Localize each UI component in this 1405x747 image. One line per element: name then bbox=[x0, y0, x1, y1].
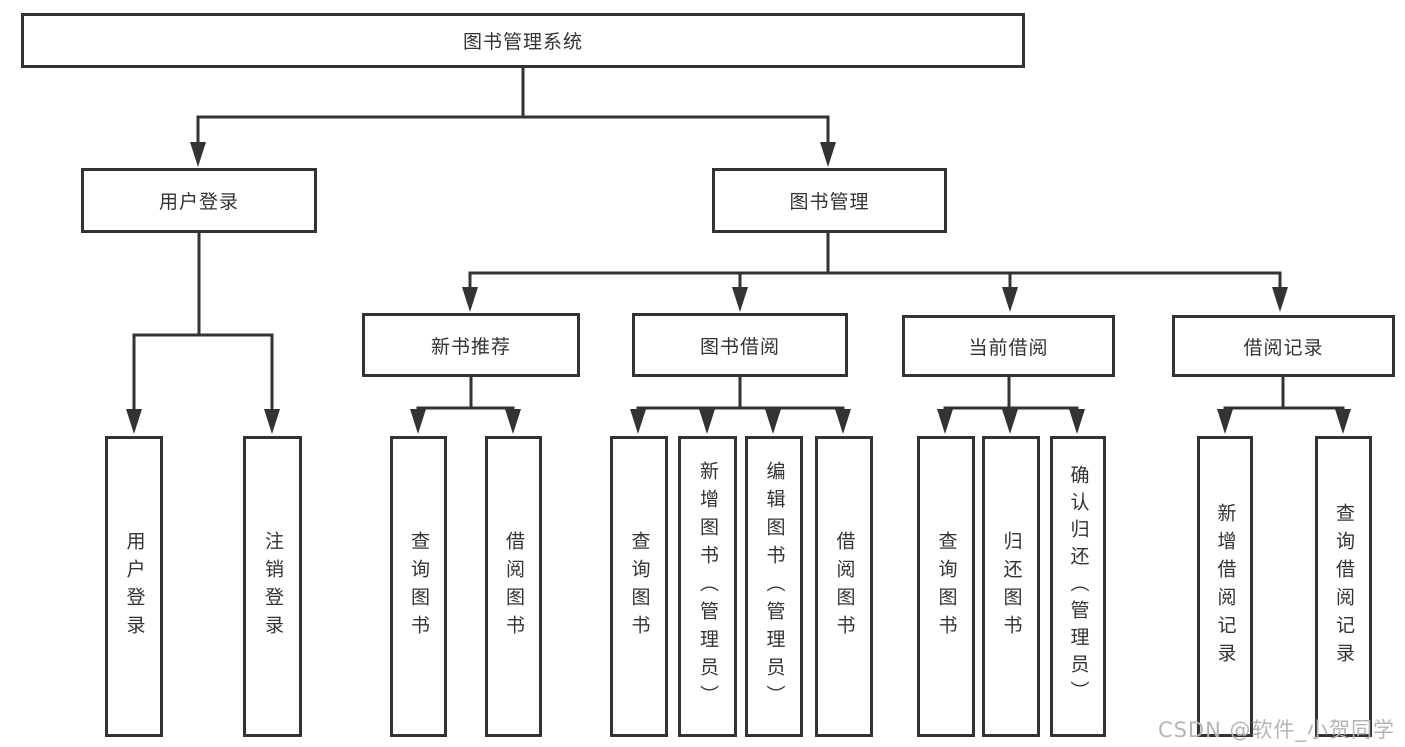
node-borrow-records: 借阅记录 bbox=[1172, 315, 1395, 377]
node-new-book-recommend-label: 新书推荐 bbox=[430, 335, 511, 358]
node-current-borrow: 当前借阅 bbox=[902, 315, 1115, 377]
leaf-logout-login-label: 注销登录 bbox=[262, 530, 284, 643]
leaf-return-books-label: 归还图书 bbox=[1000, 530, 1023, 643]
node-current-borrow-label: 当前借阅 bbox=[968, 336, 1049, 359]
node-book-management: 图书管理 bbox=[712, 168, 947, 233]
leaf-query-books-current: 查询图书 bbox=[917, 436, 975, 737]
leaf-borrow-books: 借阅图书 bbox=[815, 436, 873, 737]
node-user-login: 用户登录 bbox=[81, 168, 317, 233]
leaf-borrow-books-recommend: 借阅图书 bbox=[485, 436, 542, 737]
leaf-add-books-admin-label: 新增图书（管理员） bbox=[697, 460, 719, 713]
leaf-query-books-current-label: 查询图书 bbox=[935, 530, 958, 643]
leaf-confirm-return-admin: 确认归还（管理员） bbox=[1050, 436, 1106, 737]
leaf-query-books-recommend-label: 查询图书 bbox=[408, 530, 430, 643]
leaf-query-borrow-record: 查询借阅记录 bbox=[1315, 436, 1372, 737]
leaf-query-books-recommend: 查询图书 bbox=[390, 436, 447, 737]
leaf-logout-login: 注销登录 bbox=[243, 436, 302, 737]
leaf-add-borrow-record: 新增借阅记录 bbox=[1197, 436, 1253, 737]
leaf-add-borrow-record-label: 新增借阅记录 bbox=[1214, 502, 1237, 671]
leaf-query-books-borrow: 查询图书 bbox=[610, 436, 668, 737]
root-node-library-system: 图书管理系统 bbox=[21, 13, 1025, 68]
leaf-edit-books-admin-label: 编辑图书（管理员） bbox=[763, 460, 786, 713]
node-user-login-label: 用户登录 bbox=[158, 191, 239, 213]
leaf-borrow-books-recommend-label: 借阅图书 bbox=[503, 530, 525, 643]
leaf-return-books: 归还图书 bbox=[982, 436, 1040, 737]
leaf-edit-books-admin: 编辑图书（管理员） bbox=[745, 436, 803, 737]
node-book-borrow-label: 图书借阅 bbox=[699, 335, 780, 358]
leaf-confirm-return-admin-label: 确认归还（管理员） bbox=[1067, 465, 1090, 708]
leaf-add-books-admin: 新增图书（管理员） bbox=[678, 436, 737, 737]
leaf-query-books-borrow-label: 查询图书 bbox=[628, 530, 651, 643]
root-node-label: 图书管理系统 bbox=[462, 31, 583, 53]
node-book-borrow: 图书借阅 bbox=[632, 313, 848, 377]
node-book-management-label: 图书管理 bbox=[789, 191, 870, 213]
node-borrow-records-label: 借阅记录 bbox=[1243, 336, 1324, 359]
node-new-book-recommend: 新书推荐 bbox=[362, 313, 580, 377]
leaf-user-login: 用户登录 bbox=[105, 436, 163, 737]
leaf-borrow-books-label: 借阅图书 bbox=[833, 530, 856, 643]
csdn-watermark: CSDN @软件_小贺同学 bbox=[1157, 718, 1395, 742]
leaf-query-borrow-record-label: 查询借阅记录 bbox=[1333, 502, 1355, 671]
leaf-user-login-label: 用户登录 bbox=[123, 530, 146, 643]
